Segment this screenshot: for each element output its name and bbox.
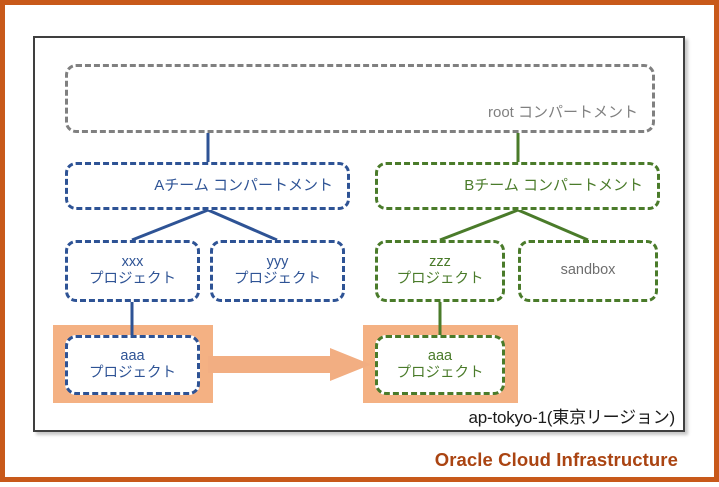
node-team-b-compartment[interactable]: Bチーム コンパートメント (375, 162, 660, 210)
transfer-arrow-icon (208, 348, 371, 381)
node-yyy-line1: yyy (266, 253, 289, 270)
node-aaa-target-project[interactable]: aaa プロジェクト (375, 335, 505, 395)
node-aaa-source-line1: aaa (120, 347, 145, 364)
node-team-a-compartment[interactable]: Aチーム コンパートメント (65, 162, 350, 210)
node-aaa-source-project[interactable]: aaa プロジェクト (65, 335, 200, 395)
node-xxx-line1: xxx (121, 253, 144, 270)
node-aaa-source-line2: プロジェクト (89, 365, 176, 381)
node-yyy-line2: プロジェクト (234, 271, 321, 287)
node-zzz-text: zzz プロジェクト (397, 254, 484, 288)
node-aaa-target-text: aaa プロジェクト (397, 348, 484, 382)
node-xxx-project[interactable]: xxx プロジェクト (65, 240, 200, 302)
node-zzz-line2: プロジェクト (396, 271, 484, 287)
node-xxx-text: xxx プロジェクト (89, 254, 176, 288)
node-yyy-project[interactable]: yyy プロジェクト (210, 240, 345, 302)
node-zzz-project[interactable]: zzz プロジェクト (375, 240, 505, 302)
node-xxx-line2: プロジェクト (89, 271, 176, 287)
node-root-label: root コンパートメント (487, 104, 638, 122)
node-root-compartment[interactable]: root コンパートメント (65, 64, 655, 133)
node-team-b-label: Bチーム コンパートメント (464, 177, 643, 195)
node-aaa-target-line1: aaa (427, 347, 453, 364)
node-yyy-text: yyy プロジェクト (234, 254, 321, 288)
node-aaa-target-line2: プロジェクト (396, 365, 484, 381)
node-aaa-source-text: aaa プロジェクト (89, 348, 176, 382)
node-sandbox-project[interactable]: sandbox (518, 240, 658, 302)
node-sandbox-label: sandbox (560, 262, 616, 279)
oracle-cloud-infrastructure-brand: Oracle Cloud Infrastructure (434, 449, 678, 470)
region-caption: ap-tokyo-1(東京リージョン) (468, 408, 675, 427)
node-team-a-label: Aチーム コンパートメント (154, 177, 333, 195)
node-zzz-line1: zzz (429, 253, 451, 270)
